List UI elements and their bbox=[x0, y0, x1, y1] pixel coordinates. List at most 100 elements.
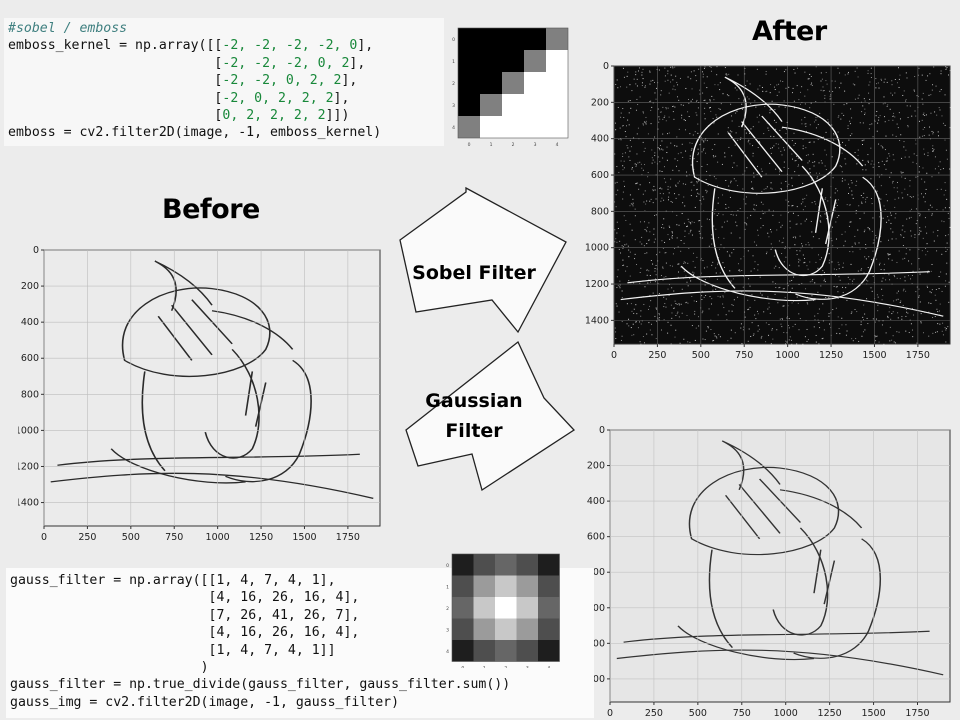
code-line: gauss_filter = np.true_divide(gauss_filt… bbox=[10, 677, 511, 693]
plot-frame bbox=[613, 65, 951, 345]
y-tick-label: 800 bbox=[21, 389, 39, 400]
kernel-x-tick: 4 bbox=[556, 142, 559, 148]
x-tick-label: 1000 bbox=[774, 708, 798, 719]
kernel-cell bbox=[452, 575, 474, 597]
kernel-cell bbox=[452, 618, 474, 640]
kernel-y-tick: 0 bbox=[446, 563, 449, 569]
plot-frame bbox=[609, 429, 951, 703]
kernel-cell bbox=[516, 575, 538, 597]
x-tick-label: 1750 bbox=[906, 350, 930, 361]
sobel-arrow-icon bbox=[399, 186, 567, 334]
cat-sketch bbox=[616, 440, 944, 676]
kernel-cell bbox=[546, 72, 568, 94]
kernel-x-tick: 1 bbox=[490, 142, 493, 148]
x-tick-label: 250 bbox=[78, 532, 96, 543]
kernel-x-tick: 1 bbox=[483, 666, 486, 669]
code-line: gauss_filter = np.array([[1, 4, 7, 4, 1]… bbox=[10, 573, 336, 588]
kernel-cell bbox=[458, 72, 480, 94]
kernel-x-tick: 0 bbox=[461, 666, 464, 669]
y-tick-label: 1000 bbox=[585, 243, 609, 254]
cat-sketch bbox=[620, 76, 944, 317]
kernel-cell bbox=[473, 618, 495, 640]
kernel-x-tick: 4 bbox=[547, 666, 550, 669]
code-line: [1, 4, 7, 4, 1]] bbox=[208, 642, 336, 658]
kernel-cell bbox=[452, 597, 474, 619]
kernel-cell bbox=[502, 116, 524, 138]
kernel-cell bbox=[516, 597, 538, 619]
kernel-cell bbox=[495, 554, 517, 576]
y-tick-label: 400 bbox=[591, 134, 609, 145]
kernel-cell bbox=[480, 94, 502, 116]
kernel-cell bbox=[546, 28, 568, 50]
kernel-cell bbox=[538, 618, 560, 640]
before-heading: Before bbox=[162, 194, 260, 225]
code-line: [4, 16, 26, 16, 4], bbox=[208, 625, 360, 641]
kernel-cell bbox=[546, 94, 568, 116]
kernel-cell bbox=[538, 597, 560, 619]
kernel-cell bbox=[524, 28, 546, 50]
x-tick-label: 1500 bbox=[861, 708, 885, 719]
kernel-y-tick: 1 bbox=[452, 59, 455, 65]
kernel-frame bbox=[451, 553, 560, 662]
kernel-cell bbox=[546, 50, 568, 72]
y-tick-label: 400 bbox=[21, 317, 39, 328]
code-line: [4, 16, 26, 16, 4], bbox=[208, 590, 360, 606]
code-line: [-2, 0, 2, 2, 2], bbox=[8, 90, 350, 106]
kernel-y-tick: 1 bbox=[446, 584, 449, 590]
kernel-y-tick: 3 bbox=[452, 103, 455, 109]
kernel-cell bbox=[538, 640, 560, 662]
code-line: [7, 26, 41, 26, 7], bbox=[208, 607, 360, 623]
y-tick-label: 0 bbox=[33, 245, 39, 256]
code-line: [-2, -2, -2, 0, 2], bbox=[8, 55, 366, 71]
y-tick-label: 1200 bbox=[585, 279, 609, 290]
kernel-cell bbox=[495, 575, 517, 597]
kernel-y-tick: 2 bbox=[452, 81, 455, 87]
kernel-cell bbox=[458, 28, 480, 50]
kernel-cell bbox=[480, 72, 502, 94]
kernel-cell bbox=[516, 640, 538, 662]
kernel-cell bbox=[473, 575, 495, 597]
kernel-x-tick: 2 bbox=[512, 142, 515, 148]
kernel-cell bbox=[546, 116, 568, 138]
y-tick-label: 1400 bbox=[585, 315, 609, 326]
y-tick-label: 200 bbox=[587, 461, 605, 472]
y-tick-label: 200 bbox=[591, 97, 609, 108]
kernel-y-tick: 3 bbox=[446, 627, 449, 633]
code-line: ) bbox=[200, 660, 209, 676]
kernel-cell bbox=[516, 618, 538, 640]
code-comment: #sobel / emboss bbox=[8, 21, 128, 36]
kernel-cell bbox=[480, 50, 502, 72]
kernel-cell bbox=[495, 597, 517, 619]
kernel-cell bbox=[495, 640, 517, 662]
y-tick-label: 0 bbox=[603, 61, 609, 72]
y-tick-label: 1000 bbox=[18, 425, 39, 436]
x-tick-label: 0 bbox=[611, 350, 617, 361]
kernel-cell bbox=[524, 50, 546, 72]
kernel-cell bbox=[458, 94, 480, 116]
kernel-x-tick: 0 bbox=[468, 142, 471, 148]
y-tick-label: 1200 bbox=[18, 461, 39, 472]
y-tick-label: 600 bbox=[21, 353, 39, 364]
y-tick-label: 800 bbox=[587, 567, 605, 578]
gaussian-arrow-icon bbox=[405, 340, 576, 492]
y-tick-label: 600 bbox=[591, 170, 609, 181]
kernel-cell bbox=[524, 94, 546, 116]
code-line: [0, 2, 2, 2, 2]]) bbox=[8, 108, 350, 124]
x-tick-label: 750 bbox=[735, 350, 753, 361]
kernel-cell bbox=[458, 50, 480, 72]
code-line: [-2, -2, 0, 2, 2], bbox=[8, 73, 358, 89]
kernel-y-tick: 4 bbox=[446, 649, 449, 655]
x-tick-label: 1000 bbox=[776, 350, 800, 361]
x-tick-label: 0 bbox=[41, 532, 47, 543]
y-tick-label: 200 bbox=[21, 281, 39, 292]
x-tick-label: 1250 bbox=[249, 532, 273, 543]
kernel-cell bbox=[495, 618, 517, 640]
x-tick-label: 750 bbox=[165, 532, 183, 543]
kernel-cell bbox=[473, 640, 495, 662]
kernel-frame bbox=[457, 27, 569, 139]
kernel-cell bbox=[480, 116, 502, 138]
